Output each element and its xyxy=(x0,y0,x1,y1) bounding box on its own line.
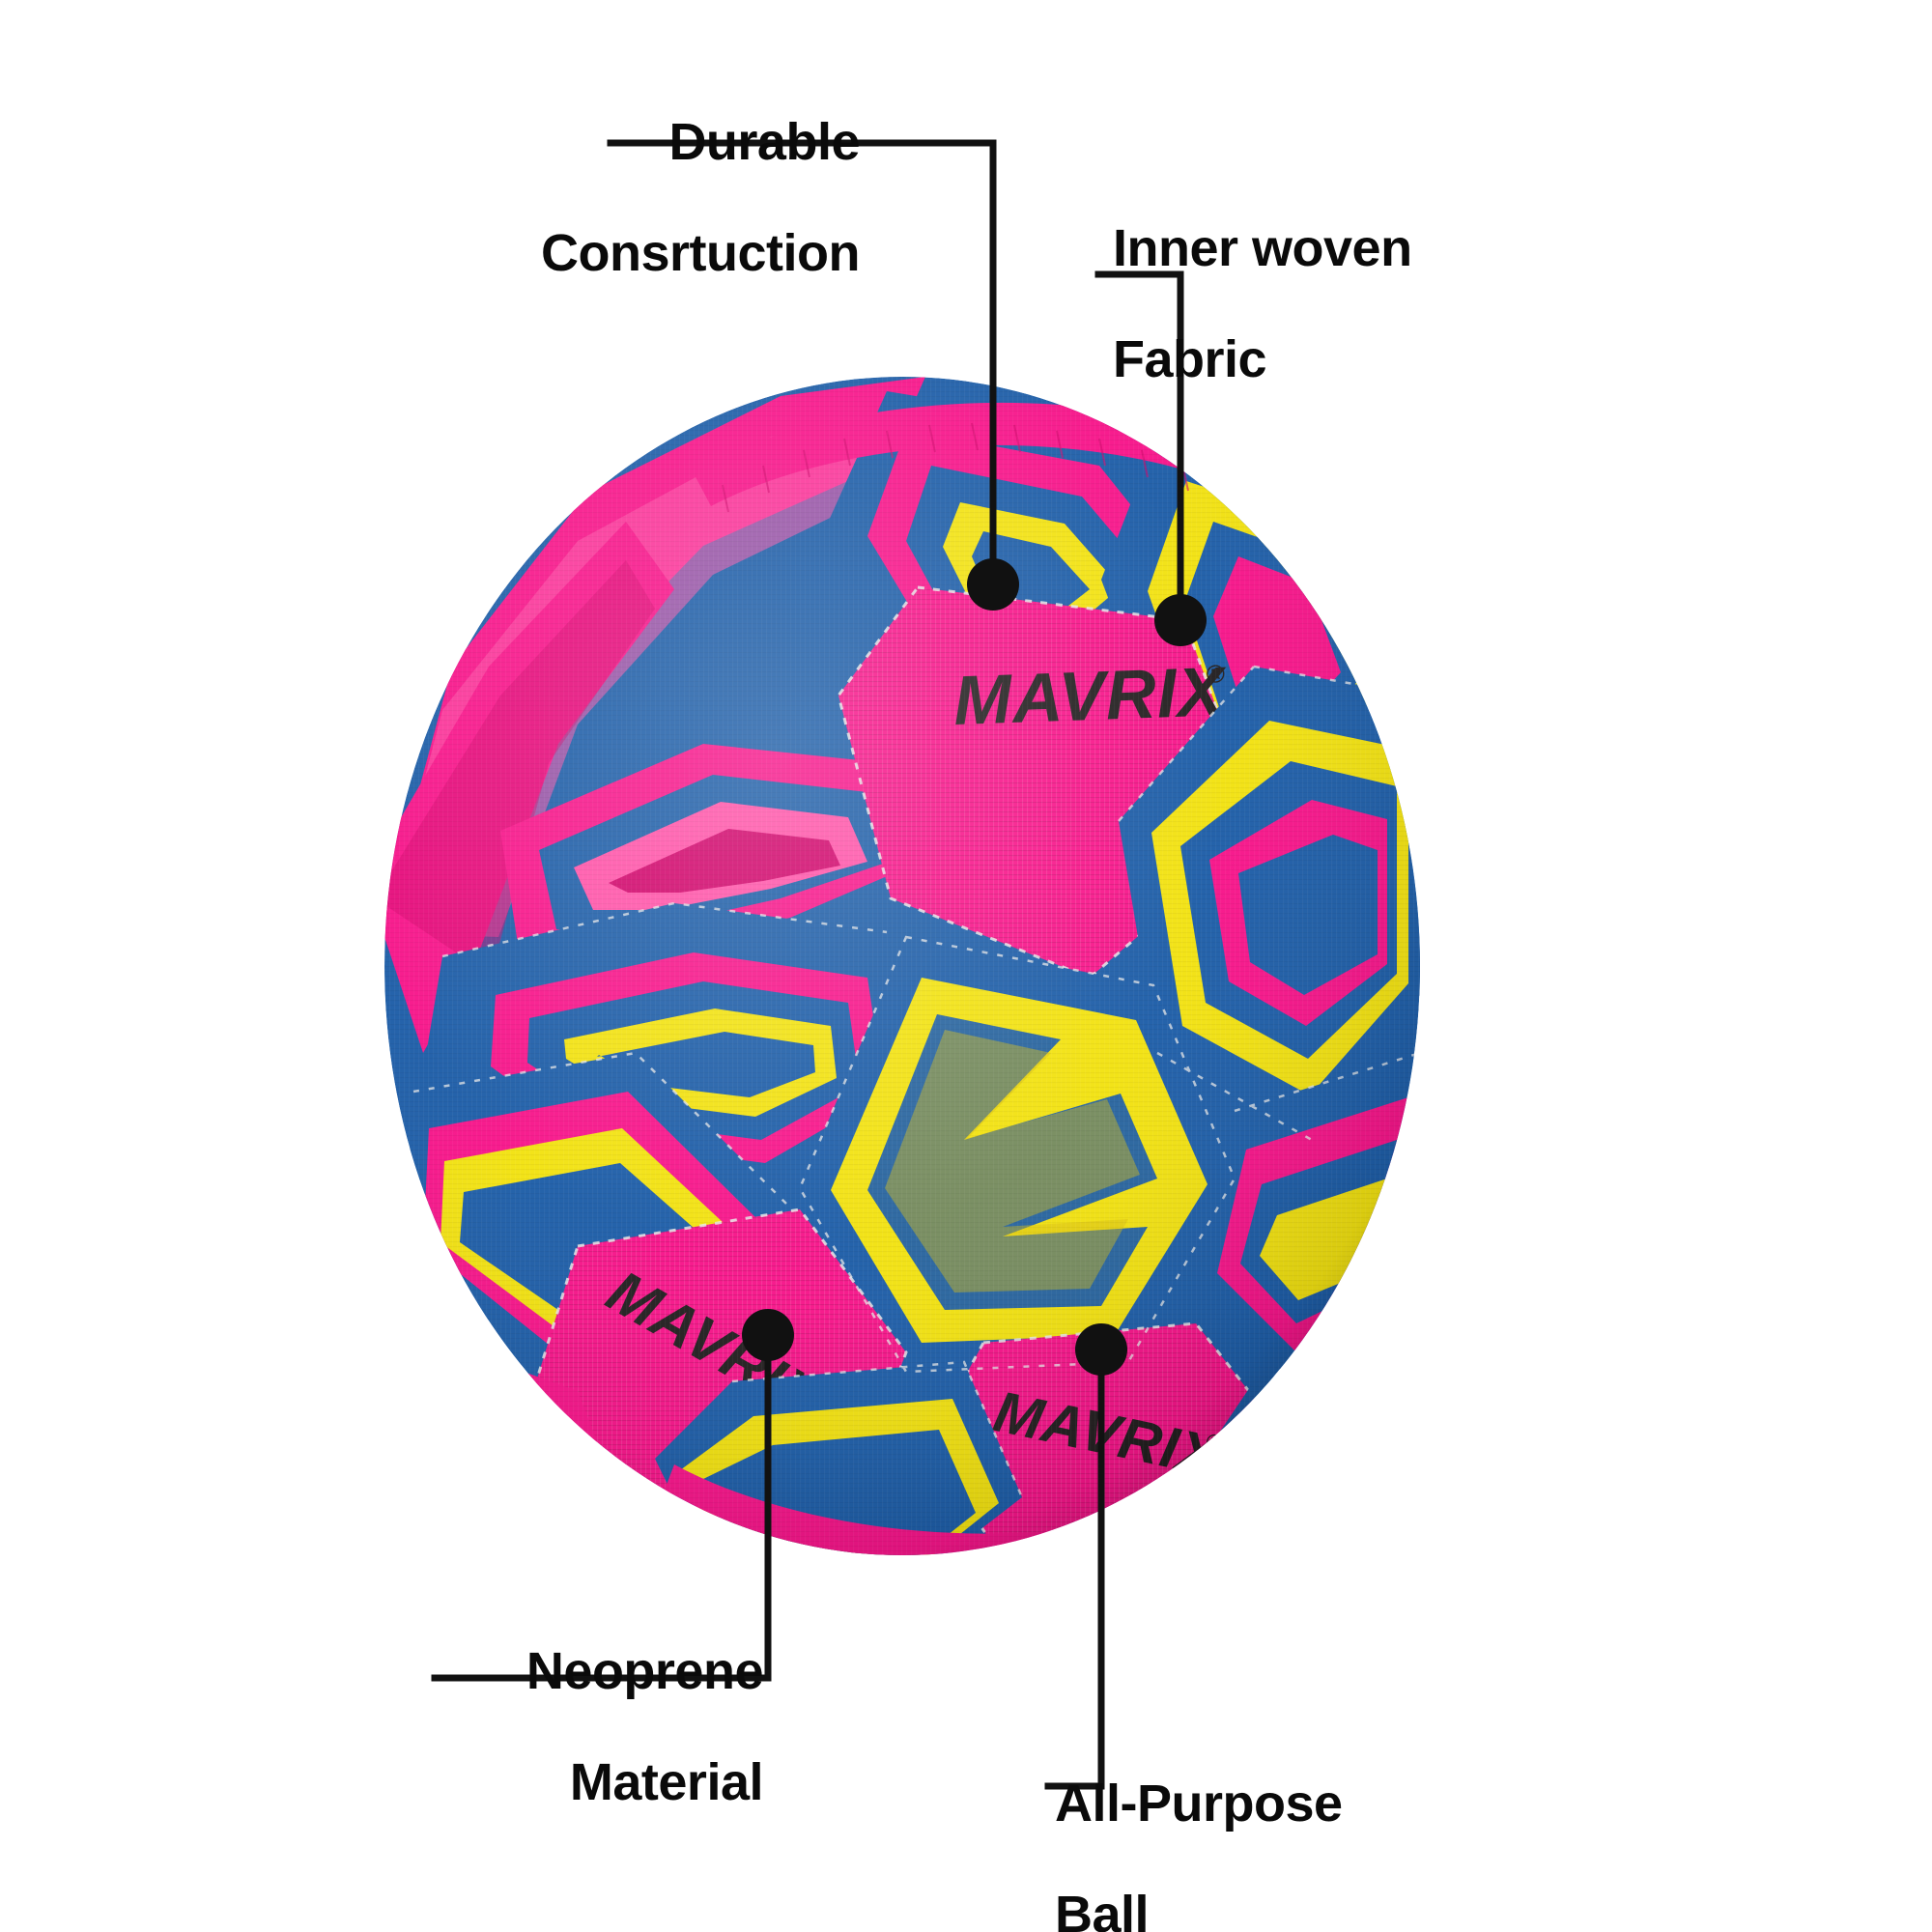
callout-label-all-purpose-ball: All-Purpose Ball xyxy=(1055,1721,1731,1932)
callout-line-2: Ball xyxy=(1055,1885,1150,1932)
callout-label-inner-woven-fabric: Inner woven Fabric xyxy=(1113,166,1789,442)
callout-line-2: Fabric xyxy=(1113,329,1267,388)
callout-line-2: Material xyxy=(569,1752,764,1811)
soccer-ball-illustration: MAVRIX ® xyxy=(384,377,1420,1555)
callout-line-1: Durable xyxy=(668,113,860,172)
product-image-soccer-ball: MAVRIX ® xyxy=(384,377,1420,1557)
callout-line-2: Consrtuction xyxy=(541,223,860,282)
callout-line-1: All-Purpose xyxy=(1055,1775,1343,1833)
callout-label-neoprene-material: Neoprene Material xyxy=(106,1589,764,1865)
callout-line-1: Inner woven xyxy=(1113,219,1412,278)
callout-label-durable-construction: Durable Consrtuction xyxy=(242,60,860,336)
callout-line-1: Neoprene xyxy=(526,1642,764,1701)
